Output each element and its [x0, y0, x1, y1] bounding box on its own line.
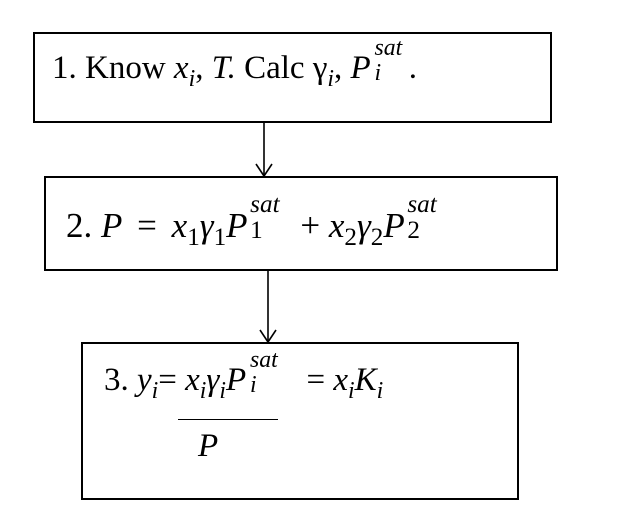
step-2-box: [44, 176, 558, 271]
fraction-bar: [178, 419, 278, 420]
step-1-box: [33, 32, 552, 123]
fraction-denominator: P: [198, 428, 219, 464]
arrow-1-to-2: [255, 122, 273, 178]
step-3-box: [81, 342, 519, 500]
arrow-2-to-3: [259, 270, 277, 344]
